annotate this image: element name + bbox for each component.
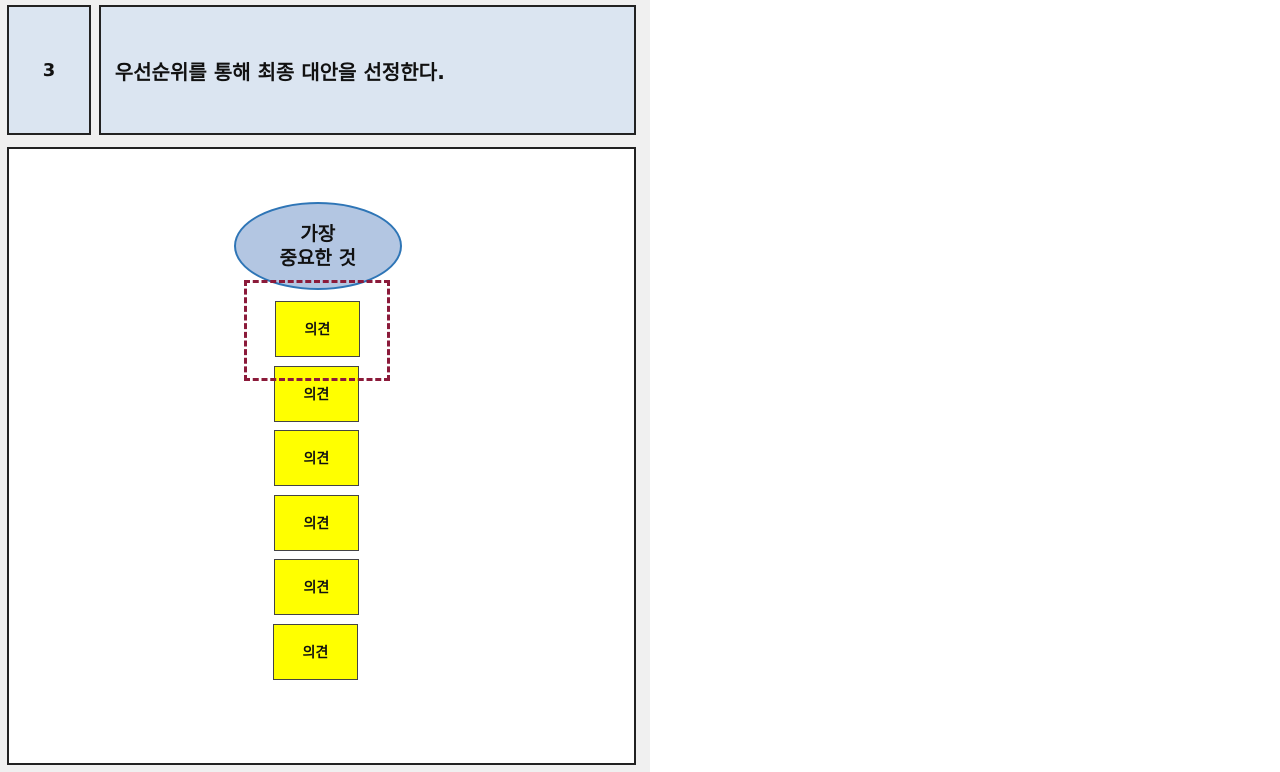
diagram-canvas: 가장 중요한 것 의견 의견 의견 의견 의견 의견 (7, 147, 636, 765)
opinion-card-2: 의견 (274, 366, 359, 422)
step-description-text: 우선순위를 통해 최종 대안을 선정한다. (115, 59, 445, 84)
opinion-card-3: 의견 (274, 430, 359, 486)
opinion-card-4: 의견 (274, 495, 359, 551)
opinion-card-5: 의견 (274, 559, 359, 615)
opinion-card-1: 의견 (275, 301, 360, 357)
ellipse-line-2: 중요한 것 (279, 247, 357, 269)
opinion-card-6: 의견 (273, 624, 358, 680)
ellipse-line-1: 가장 (300, 223, 336, 245)
opinion-label: 의견 (304, 322, 331, 338)
step-description-box: 우선순위를 통해 최종 대안을 선정한다. (99, 5, 636, 135)
opinion-label: 의견 (302, 645, 329, 661)
step-number: 3 (7, 5, 91, 135)
most-important-ellipse: 가장 중요한 것 (234, 202, 402, 290)
step-number-text: 3 (42, 59, 56, 81)
slide-panel: 3 우선순위를 통해 최종 대안을 선정한다. 가장 중요한 것 의견 의견 의… (0, 0, 650, 772)
opinion-label: 의견 (303, 516, 330, 532)
opinion-label: 의견 (303, 451, 330, 467)
opinion-label: 의견 (303, 387, 330, 403)
opinion-label: 의견 (303, 580, 330, 596)
